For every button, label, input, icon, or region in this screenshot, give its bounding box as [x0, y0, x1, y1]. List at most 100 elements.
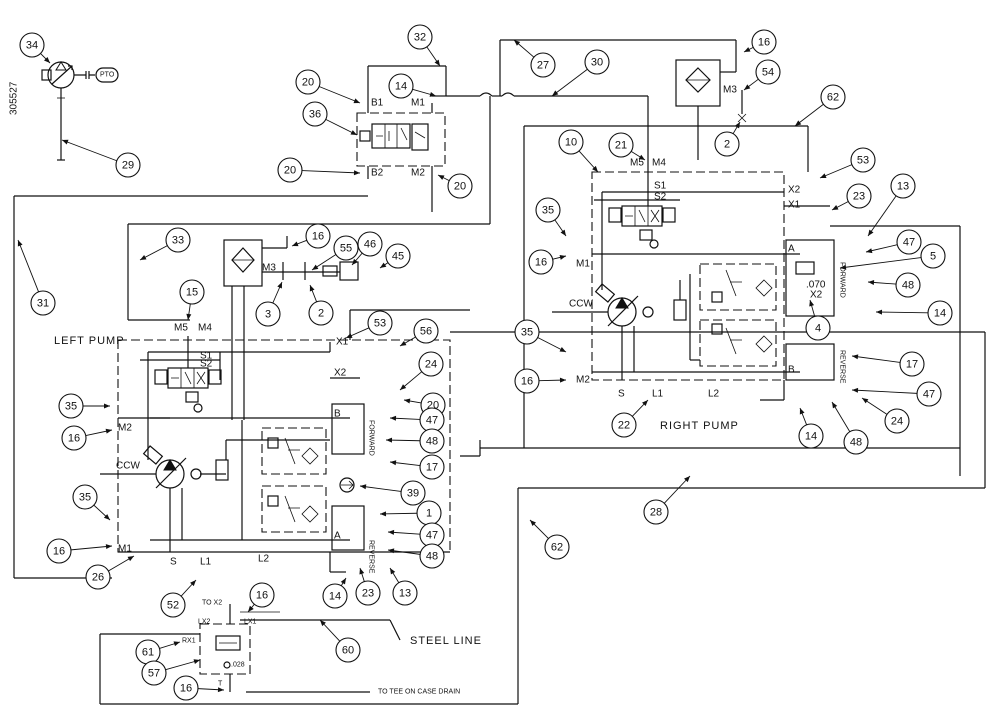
callout-number-27: 27: [537, 60, 549, 72]
callout-arrowhead-26: [127, 556, 134, 562]
callout-number-20: 20: [454, 181, 466, 193]
steel-line-label: STEEL LINE: [410, 635, 482, 647]
callout-leader-14: [875, 311, 929, 314]
port-m2-left: M2: [118, 423, 132, 434]
callout-circle-34: [19, 32, 45, 58]
right-pump-assembly: [552, 162, 835, 401]
callout-circle-32: [407, 24, 433, 50]
port-m1-right: M1: [576, 259, 590, 270]
callout-circle-14: [322, 583, 348, 609]
callout-number-4: 4: [815, 323, 821, 335]
left-filter-block: [223, 236, 359, 420]
callout-number-23: 23: [853, 191, 865, 203]
callout-arrowhead-60: [320, 620, 326, 627]
callout-circle-27: [530, 52, 556, 78]
callout-arrowhead-20: [353, 170, 360, 176]
callout-circle-20: [277, 157, 303, 183]
callout-arrowhead-16: [292, 241, 299, 247]
case-drain-label: TO TEE ON CASE DRAIN: [378, 689, 460, 696]
callout-number-13: 13: [399, 588, 411, 600]
callout-arrowhead-54: [744, 84, 751, 90]
callout-number-15: 15: [186, 287, 198, 299]
callout-arrowhead-16: [217, 687, 224, 693]
port-a-left: A: [334, 531, 341, 542]
callout-circle-3: [255, 301, 281, 327]
port-lx1: LX1: [244, 619, 257, 626]
callout-circle-53: [367, 310, 393, 336]
callout-circle-56: [413, 318, 439, 344]
callout-circle-22: [611, 412, 637, 438]
callout-arrowhead-17: [852, 354, 859, 360]
callout-circle-2: [308, 300, 334, 326]
callout-number-29: 29: [122, 160, 134, 172]
port-s-right: S: [618, 389, 625, 400]
callout-arrowhead-24: [400, 384, 407, 390]
callout-circle-4: [805, 315, 831, 341]
callout-arrowhead-16: [105, 544, 112, 550]
port-m5-left: M5: [174, 323, 188, 334]
connecting-lines: [13, 39, 986, 705]
callout-number-14: 14: [805, 431, 817, 443]
callout-arrowhead-29: [62, 139, 69, 145]
callout-circle-16: [751, 29, 777, 55]
port-m1-top: M1: [411, 98, 425, 109]
callout-circle-17: [419, 454, 445, 480]
callout-number-16: 16: [312, 231, 324, 243]
callout-arrowhead-53: [346, 333, 353, 338]
port-m1-left: M1: [118, 544, 132, 555]
callout-arrowhead-23: [832, 205, 839, 210]
callout-arrowhead-20: [404, 398, 411, 404]
callout-number-39: 39: [407, 488, 419, 500]
callout-circle-48: [895, 272, 921, 298]
callout-arrowhead-14: [799, 408, 805, 415]
callout-circle-35: [535, 197, 561, 223]
reverse-label-right: REVERSE: [839, 350, 846, 384]
callout-number-10: 10: [565, 137, 577, 149]
ccw-right-label: CCW: [569, 299, 593, 310]
callout-circle-33: [165, 227, 191, 253]
callout-arrowhead-35: [559, 347, 566, 352]
callout-circle-52: [160, 592, 186, 618]
callout-number-14: 14: [329, 591, 341, 603]
callout-circle-16: [305, 223, 331, 249]
callout-number-16: 16: [53, 546, 65, 558]
port-m3-left: M3: [262, 263, 276, 274]
callout-circle-16: [249, 582, 275, 608]
orifice-028-label: .028: [231, 662, 245, 669]
left-pump-label: LEFT PUMP: [54, 335, 125, 347]
callout-arrowhead-35: [560, 229, 566, 236]
port-m5-right: M5: [630, 158, 644, 169]
callout-arrowhead-2: [734, 122, 740, 129]
port-m2-right: M2: [576, 375, 590, 386]
port-l1-right: L1: [652, 389, 664, 400]
callout-circle-20: [447, 173, 473, 199]
callout-circle-10: [558, 129, 584, 155]
callout-number-48: 48: [850, 437, 862, 449]
callout-arrowhead-24: [862, 398, 869, 404]
callout-number-20: 20: [302, 77, 314, 89]
callout-circle-53: [850, 147, 876, 173]
callout-arrowhead-28: [684, 476, 690, 483]
callout-circle-62: [820, 84, 846, 110]
callout-number-62: 62: [551, 542, 563, 554]
callout-arrowhead-3: [277, 282, 282, 289]
callout-arrowhead-30: [552, 90, 559, 96]
callout-circle-24: [418, 351, 444, 377]
callout-circle-24: [884, 408, 910, 434]
callout-circle-55: [333, 235, 359, 261]
callout-number-47: 47: [923, 389, 935, 401]
ccw-left-label: CCW: [116, 461, 140, 472]
callout-arrowhead-15: [186, 313, 192, 320]
callout-number-16: 16: [758, 37, 770, 49]
callout-number-34: 34: [26, 40, 38, 52]
callout-arrowhead-10: [592, 165, 598, 172]
callout-circle-5: [920, 243, 946, 269]
port-b2: B2: [371, 168, 384, 179]
port-rx1: RX1: [182, 638, 196, 645]
callout-circle-13: [392, 580, 418, 606]
callout-circle-60: [335, 637, 361, 663]
port-t: T: [218, 681, 223, 688]
callout-number-1: 1: [426, 508, 432, 520]
